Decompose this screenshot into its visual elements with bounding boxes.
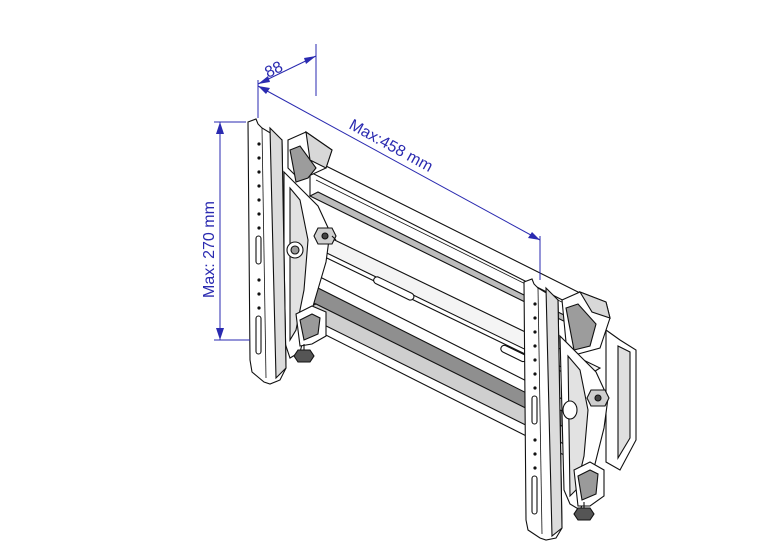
- strap-holes: [257, 142, 261, 310]
- tilt-bolt: [313, 227, 337, 245]
- width-dimension-line: [257, 85, 541, 241]
- left-arm-bracket: [283, 130, 337, 363]
- right-vertical-strap: [523, 278, 563, 541]
- strap-holes: [533, 302, 537, 470]
- tilt-bolt: [586, 389, 610, 407]
- left-vertical-strap: [247, 118, 287, 385]
- rail-slot: [373, 276, 415, 301]
- width-dimension-label: Max:458 mm: [346, 117, 435, 176]
- right-arm-bracket: [559, 290, 637, 521]
- bottom-screw: [573, 502, 595, 521]
- bottom-screw: [293, 344, 315, 363]
- height-dimension-label: Max: 270 mm: [201, 201, 218, 298]
- pivot-knob: [562, 400, 578, 420]
- dimension-lines: [214, 44, 541, 341]
- depth-dimension-label: 88: [262, 58, 286, 81]
